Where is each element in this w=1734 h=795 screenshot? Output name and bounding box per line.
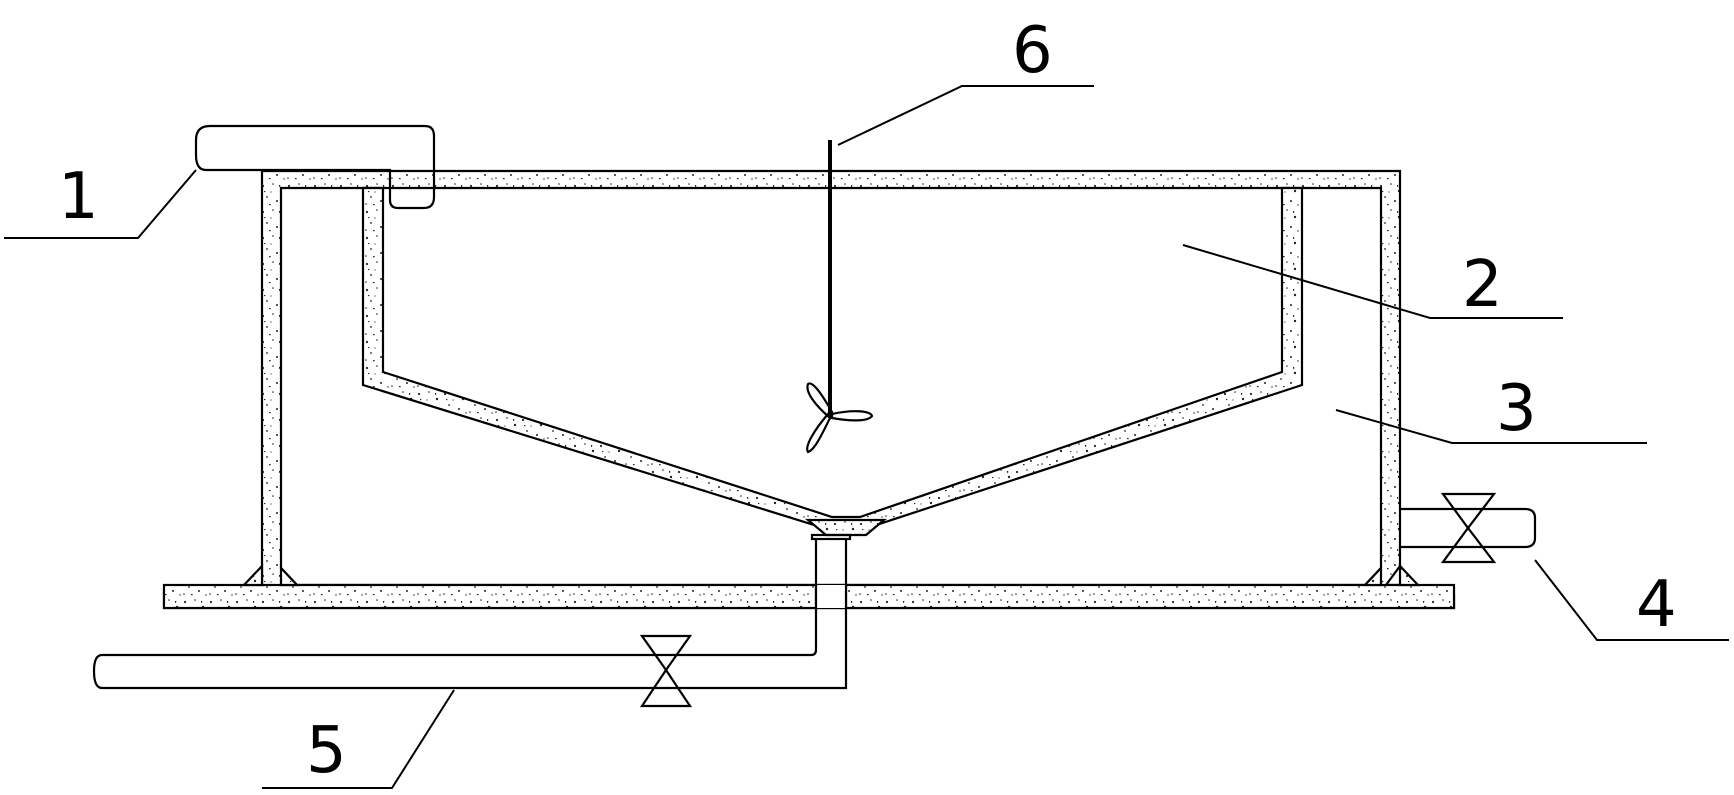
left-inner-fillet: [279, 565, 300, 587]
label-5: 5: [306, 714, 347, 788]
agitator-blade-right: [830, 410, 874, 422]
right-outer-fillet: [1398, 563, 1421, 587]
bottom-drain: [92, 539, 848, 708]
leader-6: [837, 85, 1094, 146]
outer-tank: [162, 169, 1456, 610]
base-slab: [162, 583, 1456, 610]
agitator-blade-upper: [806, 382, 834, 420]
leader-1: [4, 169, 197, 239]
leader-5: [262, 689, 455, 789]
drain-valve: [639, 634, 693, 708]
label-2: 2: [1462, 248, 1503, 322]
leader-4: [1534, 559, 1729, 641]
agitator-shaft: [828, 140, 832, 418]
agitator-blade-lower: [806, 412, 832, 454]
label-1: 1: [58, 160, 99, 234]
right-inner-fillet: [1362, 565, 1383, 587]
label-3: 3: [1496, 372, 1537, 446]
label-4: 4: [1636, 568, 1677, 642]
outlet-valve: [1440, 492, 1497, 564]
left-outer-fillet: [241, 563, 264, 587]
side-outlet: [1400, 492, 1537, 564]
inlet-pipe: [194, 124, 436, 210]
inner-funnel-tank: [361, 186, 1304, 535]
agitator: [806, 140, 874, 454]
leader-3: [1335, 409, 1647, 444]
throat-cap: [810, 533, 852, 541]
leader-2: [1182, 244, 1563, 319]
funnel-throat: [804, 518, 888, 537]
label-6: 6: [1012, 14, 1053, 88]
